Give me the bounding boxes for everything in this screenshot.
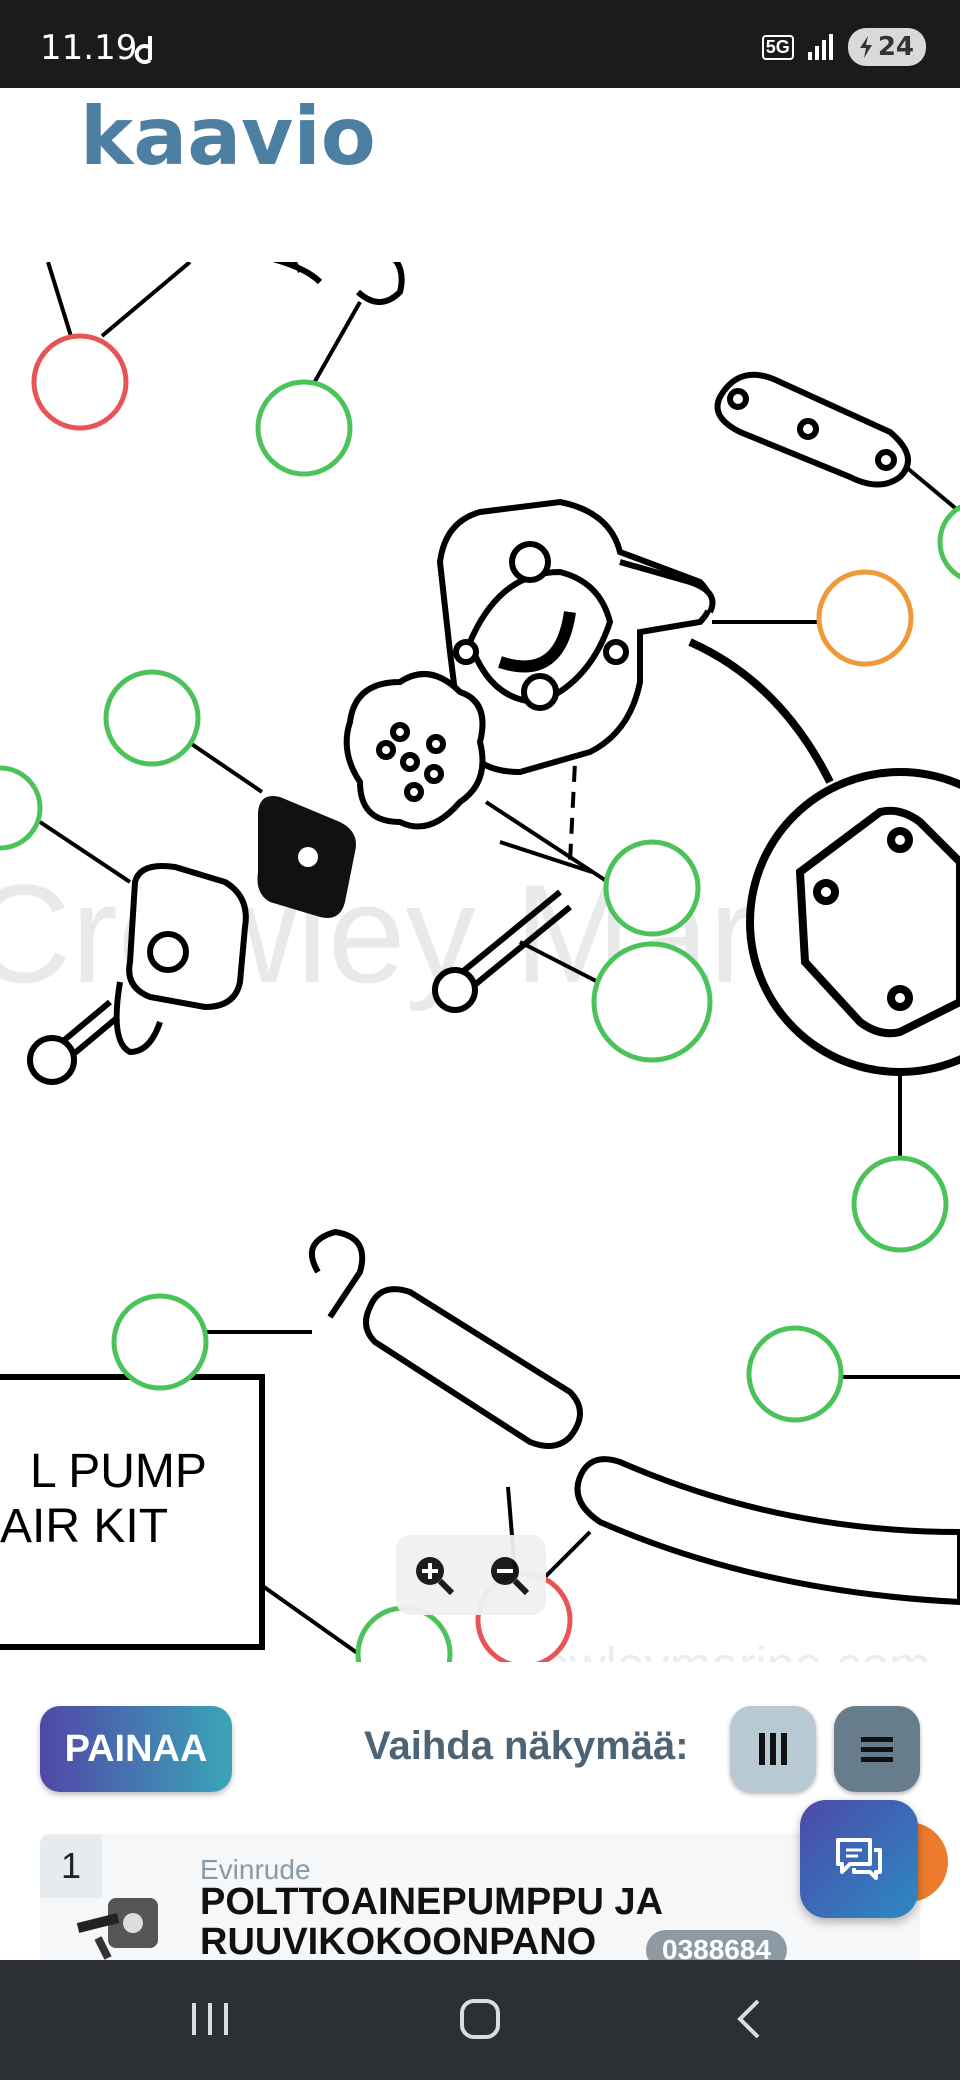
svg-text:3: 3 xyxy=(139,692,166,745)
list-view-icon xyxy=(861,1737,893,1762)
callout-3[interactable]: 3 xyxy=(103,669,201,767)
navigation-bar xyxy=(0,1960,960,2080)
status-bar: 11.19 5G 24 xyxy=(0,0,960,88)
grid-view-icon xyxy=(759,1733,787,1765)
notification-icon xyxy=(134,36,152,64)
svg-text:9: 9 xyxy=(67,356,94,409)
status-time: 11.19 xyxy=(40,28,138,68)
page-title: kaavio xyxy=(80,90,376,183)
svg-text:2: 2 xyxy=(639,862,666,915)
callout-6[interactable]: 6 xyxy=(851,1155,949,1253)
callout-12[interactable]: 12 xyxy=(355,1605,453,1662)
parts-diagram[interactable]: Crowley Marine xyxy=(0,262,960,1662)
grid-view-button[interactable] xyxy=(730,1706,816,1792)
callout-10-left[interactable]: 10 xyxy=(111,1293,209,1391)
chat-button[interactable] xyxy=(800,1800,918,1918)
svg-text:11: 11 xyxy=(627,978,678,1031)
recent-apps-icon xyxy=(192,2003,228,2035)
svg-text:1: 1 xyxy=(852,592,879,645)
kit-label-line2: AIR KIT xyxy=(0,1500,168,1553)
callout-partial-left[interactable] xyxy=(0,765,43,851)
back-icon xyxy=(737,1999,760,2039)
zoom-controls xyxy=(396,1535,546,1615)
callout-9[interactable]: 9 xyxy=(31,333,129,431)
svg-text:10: 10 xyxy=(133,1316,186,1369)
list-view-button[interactable] xyxy=(834,1706,920,1792)
callout-11[interactable]: 11 xyxy=(591,941,713,1063)
back-button[interactable] xyxy=(695,1984,805,2054)
status-icons: 5G 24 xyxy=(761,28,926,66)
part-brand: Evinrude xyxy=(200,1854,311,1885)
home-button[interactable] xyxy=(425,1984,535,2054)
zoom-out-icon xyxy=(490,1557,529,1596)
part-thumbnail xyxy=(76,1898,158,1960)
svg-text:10: 10 xyxy=(768,1348,821,1401)
svg-text:10: 10 xyxy=(277,402,330,455)
network-label: 5G xyxy=(761,34,794,60)
zoom-out-button[interactable] xyxy=(481,1547,537,1603)
watermark-bottom: crowleymarine.com xyxy=(500,1637,931,1662)
kit-label-line1: L PUMP xyxy=(30,1445,207,1498)
battery-indicator: 24 xyxy=(847,28,926,66)
view-switch-label: Vaihda näkymää: xyxy=(364,1724,689,1768)
callout-10-top[interactable]: 10 xyxy=(255,379,353,477)
callout-1[interactable]: 1 xyxy=(816,569,914,667)
part-card[interactable]: 1 Evinrude POLTTOAINEPUMPPU JA RUUVIKOKO… xyxy=(40,1834,920,1974)
callout-2[interactable]: 2 xyxy=(603,839,701,937)
zoom-in-button[interactable] xyxy=(406,1547,462,1603)
callout-partial-right[interactable] xyxy=(937,502,960,582)
battery-level: 24 xyxy=(877,32,914,62)
part-index: 1 xyxy=(40,1834,102,1898)
print-button[interactable]: PAINAA xyxy=(40,1706,232,1792)
part-name: POLTTOAINEPUMPPU JA RUUVIKOKOONPANO xyxy=(200,1881,662,1963)
bottom-panel: PAINAA Vaihda näkymää: 1 Evinrude POLTTO… xyxy=(0,1662,960,1974)
charging-icon xyxy=(859,36,872,58)
svg-text:6: 6 xyxy=(887,1178,914,1231)
chat-icon xyxy=(836,1838,882,1880)
home-icon xyxy=(460,1999,500,2039)
callout-10-right[interactable]: 10 xyxy=(746,1325,844,1423)
svg-text:12: 12 xyxy=(377,1628,430,1662)
zoom-in-icon xyxy=(415,1557,454,1596)
signal-icon xyxy=(807,34,833,60)
recent-apps-button[interactable] xyxy=(155,1984,265,2054)
